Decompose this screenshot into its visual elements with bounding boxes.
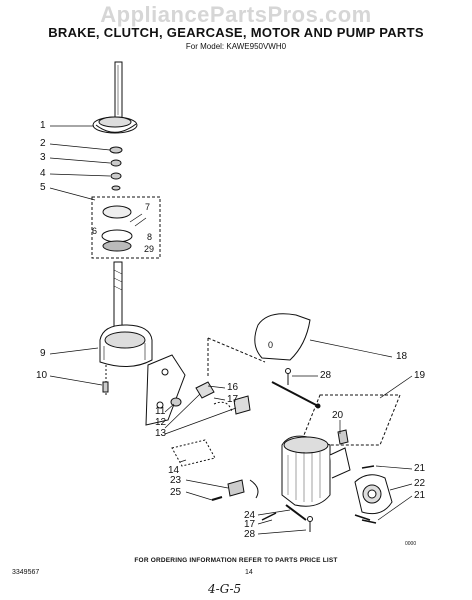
mounting-rod [271, 381, 321, 409]
callout-19: 19 [414, 370, 426, 381]
callout-5: 5 [40, 182, 46, 193]
callout-28-bottom: 28 [244, 529, 256, 540]
motor-pad-label: 0 [268, 340, 274, 350]
handwritten-note: 4-G-5 [208, 582, 242, 596]
callout-16: 16 [227, 382, 239, 393]
page-number: 14 [245, 569, 253, 576]
callout-29: 29 [144, 244, 155, 254]
gearcase-cover-plate [145, 354, 186, 426]
leader-lines [49, 125, 413, 535]
callout-25: 25 [170, 487, 182, 498]
callout-23: 23 [170, 475, 182, 486]
diagram-title: BRAKE, CLUTCH, GEARCASE, MOTOR AND PUMP … [48, 25, 424, 40]
gearcase [99, 324, 153, 395]
callout-1: 1 [40, 120, 46, 131]
agitator-shaft-top [114, 61, 123, 119]
callout-10: 10 [36, 370, 48, 381]
callout-24: 24 [244, 510, 256, 521]
callout-9: 9 [40, 348, 46, 359]
callout-3: 3 [40, 152, 46, 163]
pump [354, 474, 393, 521]
gasket [171, 439, 216, 467]
model-subtitle: For Model: KAWE950VWH0 [185, 42, 287, 51]
callout-18: 18 [396, 351, 408, 362]
capacitor-parts [211, 479, 259, 501]
motor-pad [254, 313, 311, 361]
callout-17-top: 17 [227, 394, 239, 405]
brake-cam-part [92, 116, 138, 134]
callout-28-top: 28 [320, 370, 332, 381]
callout-20: 20 [332, 410, 344, 421]
bolt-top [285, 368, 291, 385]
pump-clips [361, 465, 377, 524]
callout-17-bottom: 17 [244, 519, 256, 530]
watermark: AppliancePartsPros.com [100, 2, 372, 27]
brake-assembly-box [91, 196, 161, 259]
callout-22: 22 [414, 478, 426, 489]
callout-11: 11 [155, 406, 166, 417]
motor [281, 429, 351, 507]
callout-6: 6 [92, 226, 98, 236]
callout-8: 8 [147, 232, 153, 242]
ordering-note: FOR ORDERING INFORMATION REFER TO PARTS … [134, 557, 338, 564]
document-part-number: 3349567 [12, 569, 40, 576]
callout-21-top: 21 [414, 463, 426, 474]
drive-shaft [113, 261, 123, 336]
callout-14: 14 [168, 465, 180, 476]
bottom-fasteners [261, 504, 313, 532]
callout-4: 4 [40, 168, 46, 179]
motor-bracket-outline [207, 337, 401, 446]
callout-12: 12 [155, 417, 167, 428]
callout-7: 7 [145, 202, 151, 212]
washer-stack [109, 146, 123, 191]
callout-2: 2 [40, 138, 46, 149]
callout-13: 13 [155, 428, 167, 439]
callout-21-bottom: 21 [414, 490, 426, 501]
clutch-small-parts [170, 381, 251, 415]
diagram-code: 0000 [405, 541, 417, 547]
